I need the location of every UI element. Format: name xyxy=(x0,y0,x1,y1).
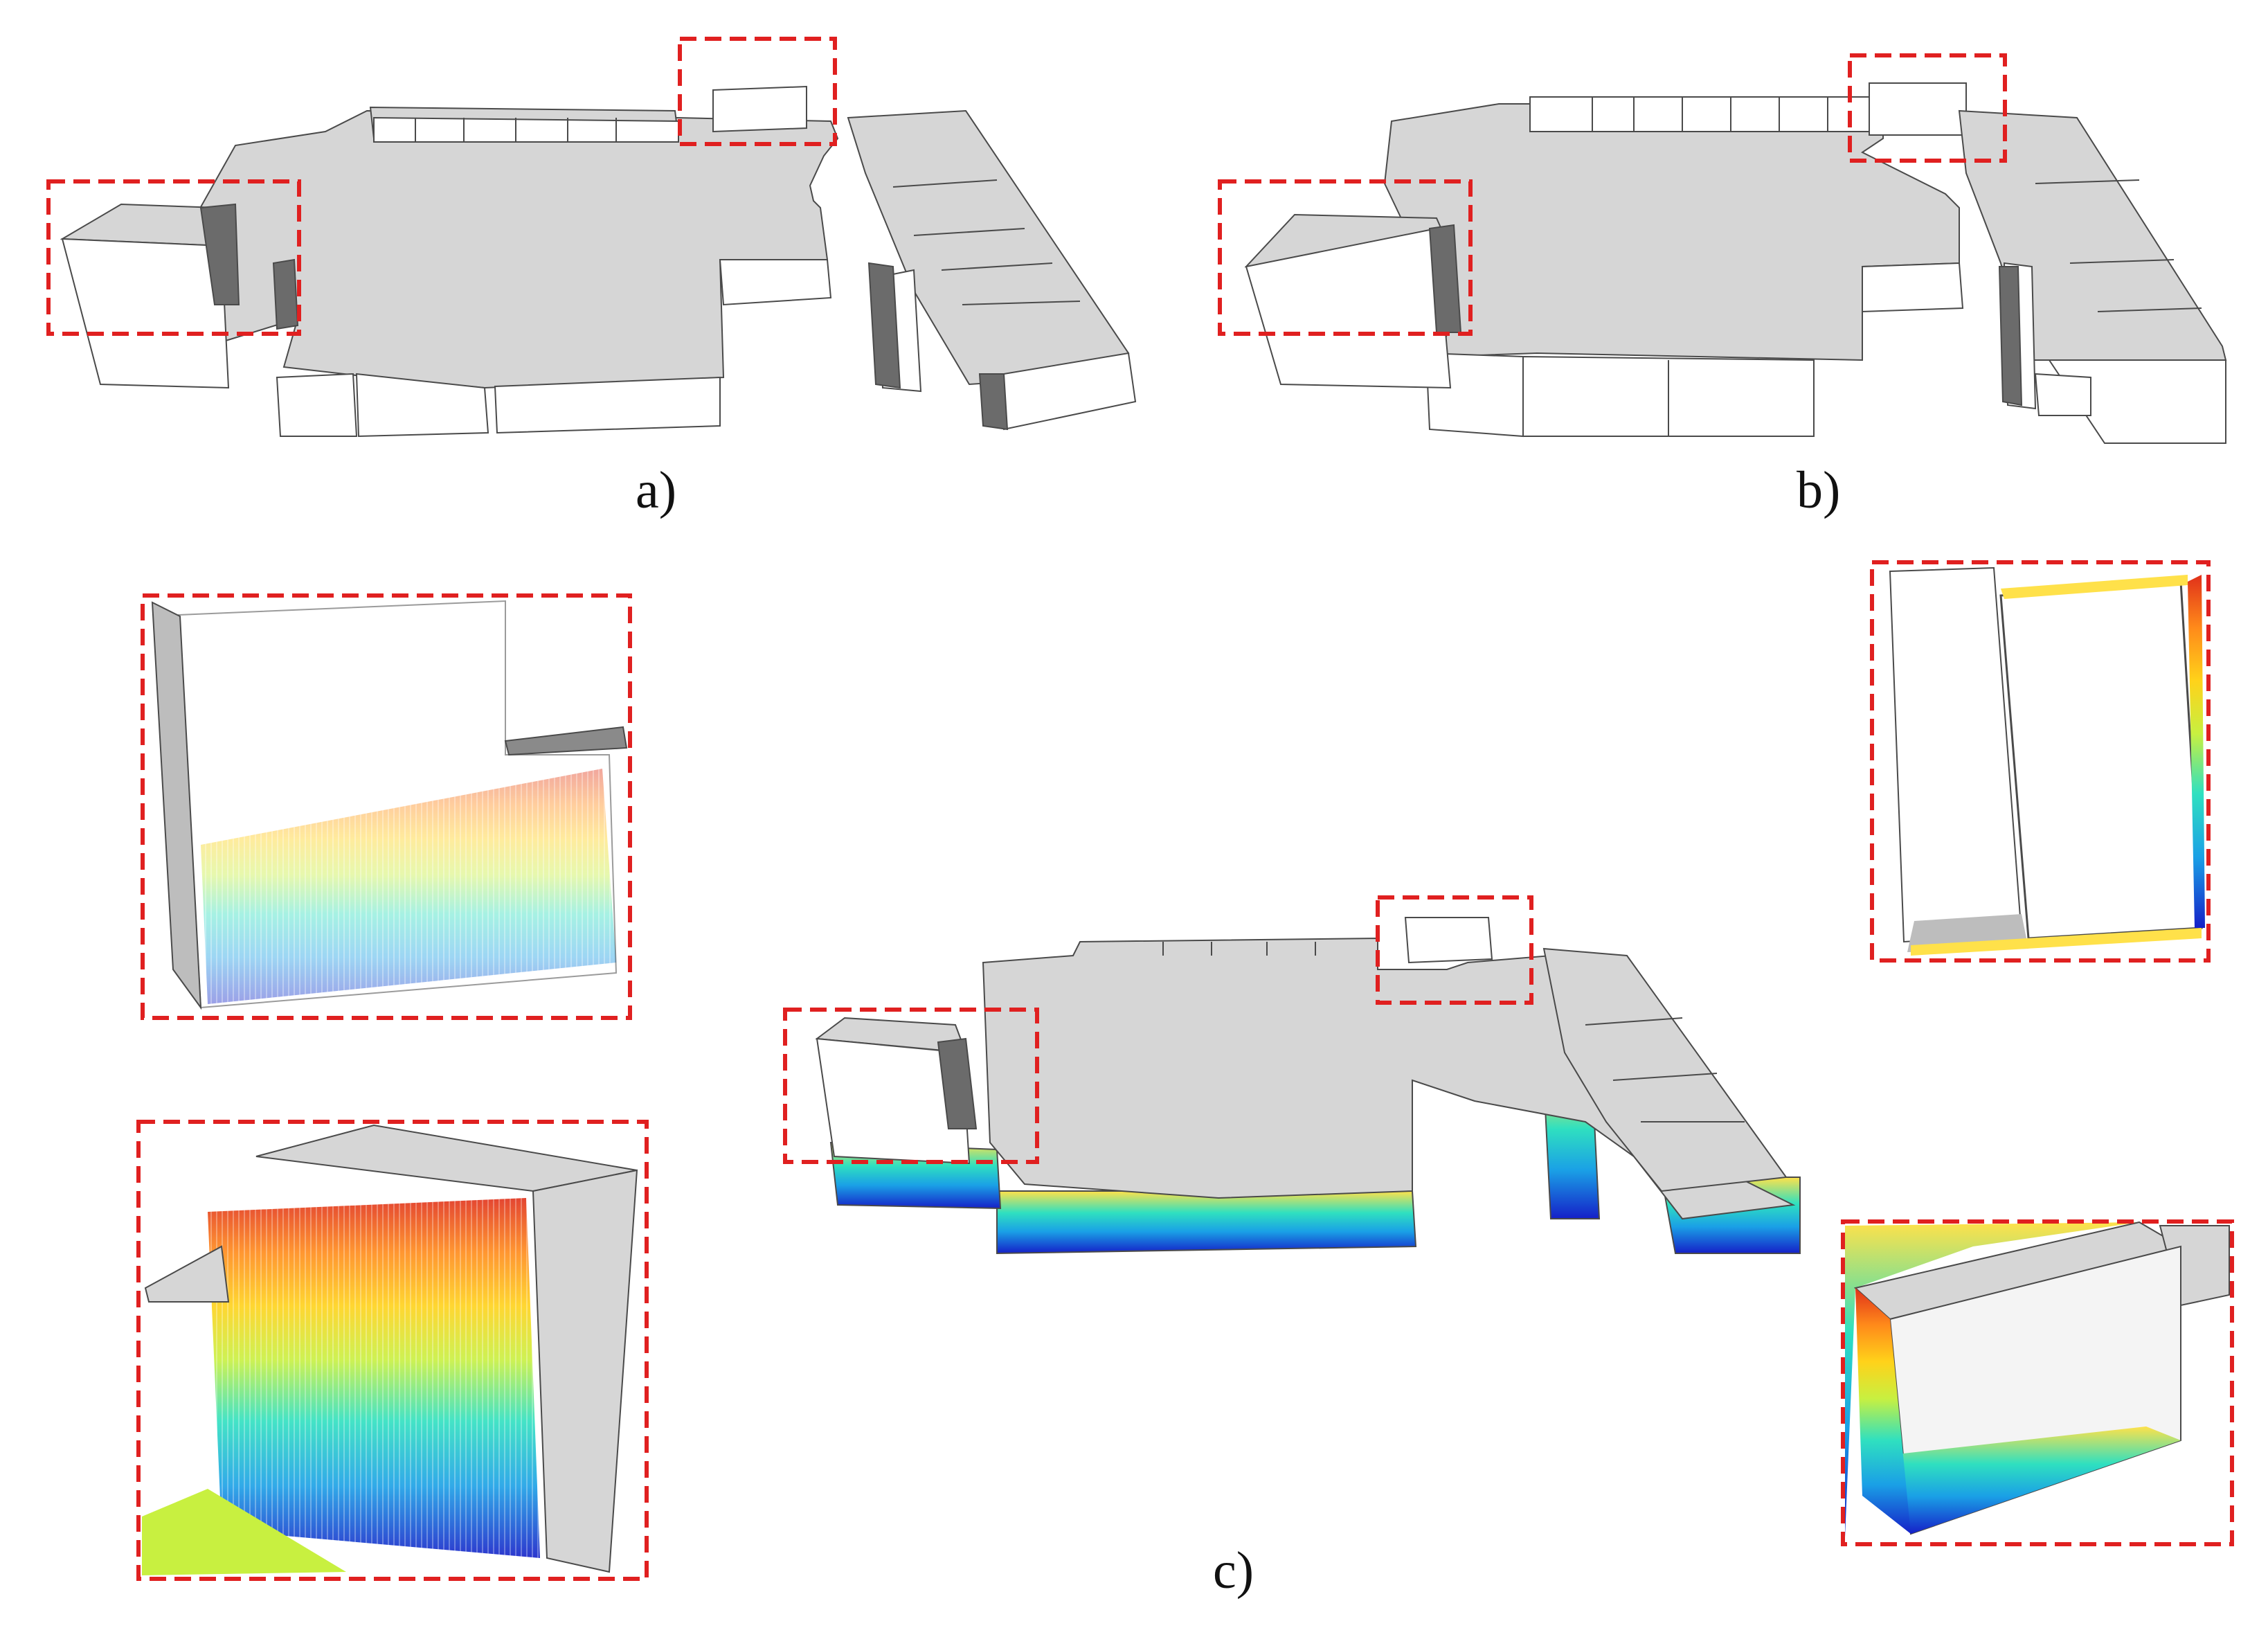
panel-a-highlight-box-left xyxy=(46,179,301,336)
panel-c-zoom-bottom-right xyxy=(1843,1221,2232,1544)
panel-a-highlight-box-top xyxy=(678,37,837,146)
panel-b-annex xyxy=(1869,82,1967,136)
zoom-bottom-right-box xyxy=(1841,1219,2234,1546)
panel-a-wall xyxy=(719,259,832,306)
panel-a-wall xyxy=(276,373,358,437)
panel-b-east-wing-wall xyxy=(2034,373,2091,416)
panel-c-model xyxy=(815,917,1801,1255)
panel-b-highlight-box-top xyxy=(1848,53,2007,163)
panel-a-block-shadow xyxy=(199,203,240,305)
panel-a-east-wing-shadow xyxy=(978,373,1009,431)
zoom-top-left-box xyxy=(141,593,632,1020)
zoom-tr-pointcloud-bottom xyxy=(1911,928,2202,956)
panel-b-east-wing xyxy=(1958,109,2227,361)
zoom-br-pointcloud-bg xyxy=(1845,1222,2139,1537)
panel-b-east-wing-shadow xyxy=(1998,266,2023,406)
panel-c-zoom-top-left xyxy=(143,596,630,1018)
zoom-tr-pointcloud-top xyxy=(2001,575,2188,599)
panel-c-highlight-box-top xyxy=(1376,895,1533,1005)
zoom-tl-roof-strip xyxy=(504,726,628,756)
panel-c-block-shadow xyxy=(937,1037,978,1129)
panel-c-highlight-box-left xyxy=(783,1008,1039,1164)
zoom-bl-ground xyxy=(142,1489,346,1575)
panel-c-pointcloud-south xyxy=(996,1190,1417,1255)
panel-label-a: a) xyxy=(636,461,677,519)
panel-c-annex xyxy=(1404,917,1493,964)
zoom-bottom-left-box xyxy=(136,1120,649,1581)
panel-c-zoom-top-right xyxy=(1872,562,2208,960)
zoom-top-right-box xyxy=(1870,560,2211,963)
panel-label-c: c) xyxy=(1213,1541,1254,1600)
zoom-bl-side-wall xyxy=(532,1169,638,1573)
panel-b-north-rooms xyxy=(1529,96,1873,132)
panel-c-block-wall xyxy=(816,1037,971,1165)
panel-a-east-wing-shadow xyxy=(867,262,901,389)
panel-a-annex xyxy=(712,85,807,133)
panel-a-model xyxy=(60,85,1137,438)
panel-a-wall xyxy=(494,376,721,434)
panel-a-wall xyxy=(355,373,489,438)
zoom-tr-pointcloud-right xyxy=(2188,575,2205,928)
panel-a-block-shadow xyxy=(272,258,299,330)
panel-b-wall xyxy=(1862,262,1964,313)
panel-c-zoom-bottom-left xyxy=(138,1122,647,1579)
panel-c-east-wing xyxy=(1542,947,1788,1192)
zoom-bl-low-roof xyxy=(144,1245,230,1303)
zoom-br-side xyxy=(1855,1288,1911,1534)
zoom-br-pointcloud-low xyxy=(1897,1426,2181,1534)
zoom-tl-side-wall xyxy=(151,601,202,1010)
panel-label-b: b) xyxy=(1797,461,1841,519)
panel-b-model xyxy=(1244,82,2227,444)
zoom-tr-room xyxy=(1999,580,2203,940)
panel-a-north-rooms xyxy=(373,116,679,143)
panel-a-roof xyxy=(172,109,839,389)
panel-b-highlight-box-left xyxy=(1218,179,1473,336)
panel-a-block-wall xyxy=(61,238,230,389)
panel-b-block-wall xyxy=(1245,227,1452,389)
